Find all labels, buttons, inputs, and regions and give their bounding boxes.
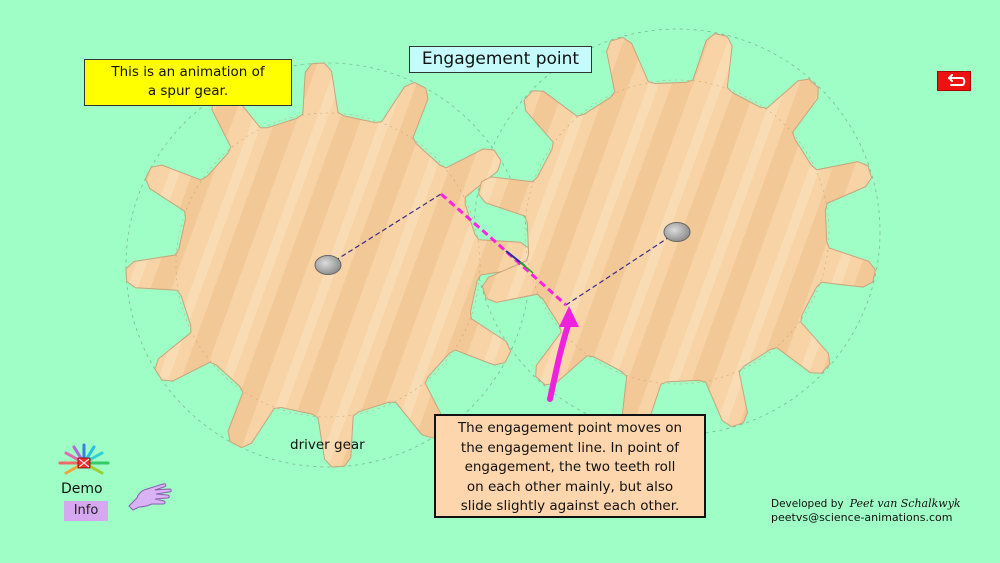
explanation-line-4: on each other mainly, but also [466, 478, 674, 495]
explanation-line-5: slide slightly against each other. [460, 498, 680, 514]
intro-note: This is an animation of a spur gear. [84, 59, 292, 106]
engagement-line [440, 192, 568, 307]
intro-line-1: This is an animation of [111, 64, 265, 80]
developed-by-label: Developed by [771, 498, 844, 510]
author-email: peetvs@science-animations.com [771, 511, 953, 524]
contact-marker-green [519, 261, 534, 274]
driven-gear-pitch-circle [524, 79, 830, 385]
driver-gear-label: driver gear [290, 437, 365, 453]
intro-line-2: a spur gear. [147, 83, 229, 99]
driven-gear-hub [663, 222, 691, 242]
driven-radius-line [565, 231, 678, 306]
driver-gear-pitch-circle [175, 112, 481, 418]
return-arrow-icon [948, 74, 966, 86]
demo-burst-icon[interactable] [56, 443, 112, 483]
back-button[interactable] [937, 71, 971, 91]
explanation-note: The engagement point moves on the engage… [434, 414, 706, 518]
info-button[interactable]: Info [64, 501, 108, 521]
demo-label[interactable]: Demo [61, 481, 103, 497]
driver-gear-hub [314, 255, 342, 275]
explanation-line-3: engagement, the two teeth roll [464, 459, 676, 475]
credits: Developed by Peet van Schalkwyk peetvs@sc… [771, 497, 961, 524]
explanation-line-1: The engagement point moves on [457, 420, 683, 436]
pointing-hand-icon[interactable] [125, 476, 175, 512]
driver-radius-line [327, 193, 442, 266]
author-name: Peet van Schalkwyk [849, 497, 961, 510]
page-title: Engagement point [409, 46, 592, 73]
explanation-line-2: the engagement line. In point of [460, 439, 680, 456]
engagement-point-arrow [547, 319, 572, 402]
engagement-point-arrowhead [559, 306, 579, 327]
